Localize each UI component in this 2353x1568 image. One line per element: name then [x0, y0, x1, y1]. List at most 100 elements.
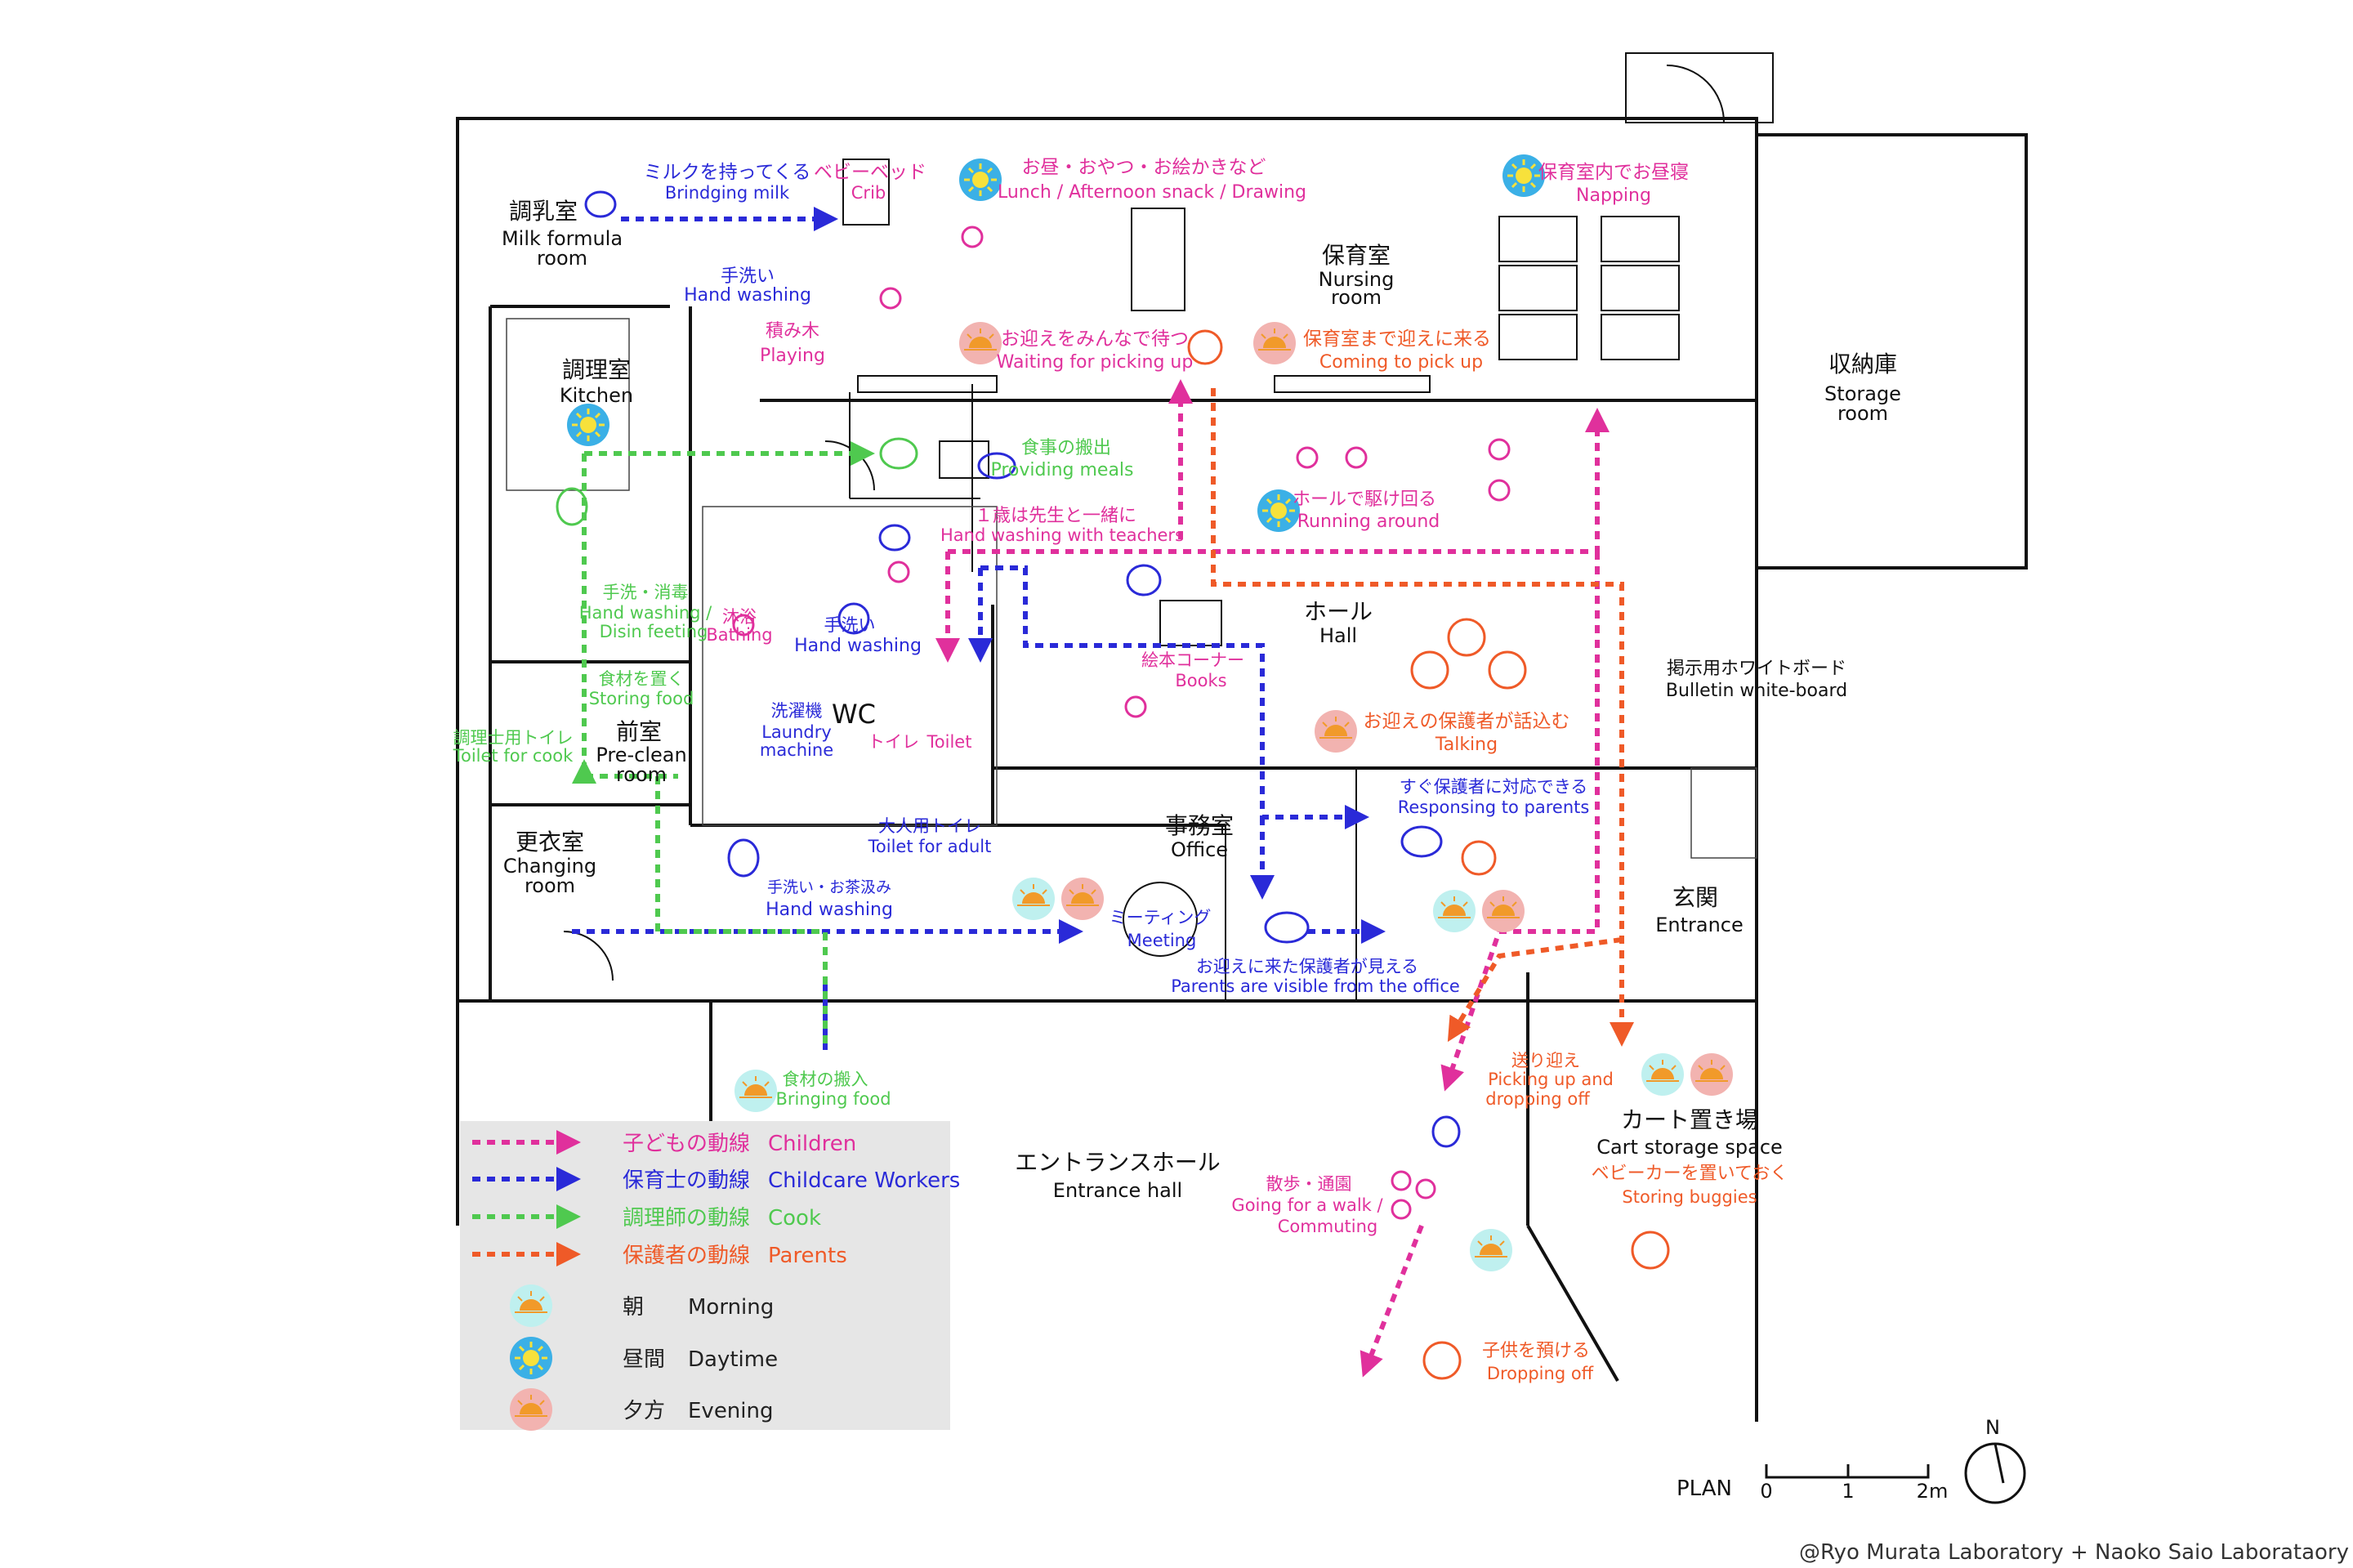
label-responding-jp: すぐ保護者に対応できる [1400, 777, 1588, 797]
storage-room-outline [1755, 133, 2028, 570]
label-meals-jp: 食事の搬出 [1021, 438, 1111, 458]
label-crib-jp: ベビーベッド [814, 162, 926, 183]
meeting-table [1123, 882, 1198, 957]
credit-text: @Ryo Murata Laboratory + Naoko Saio Labo… [1799, 1540, 2349, 1565]
room-nursing-en2: room [1331, 286, 1382, 309]
bulletin-label-jp: 掲示用ホワイトボード [1667, 659, 1846, 679]
parent-figure [1187, 329, 1670, 1380]
label-dropping-jp: 子供を預ける [1482, 1341, 1590, 1361]
scale-tick-0: 0 [1760, 1480, 1772, 1503]
legend-children-en: Children [768, 1132, 856, 1156]
cook-flow [655, 776, 828, 1046]
label-pickdrop-en2: dropping off [1485, 1089, 1590, 1109]
legend-evening-jp: 夕方 [623, 1399, 665, 1423]
children-flow [1440, 552, 1600, 1092]
plan-label: PLAN [1677, 1476, 1732, 1501]
daytime-icon [958, 157, 1003, 203]
label-teachers-en: Hand washing with teachers [940, 525, 1184, 545]
room-entrance-hall-en: Entrance hall [1053, 1179, 1182, 1202]
label-walk-en1: Going for a walk / [1231, 1195, 1383, 1215]
label-nap-jp: 保育室内でお昼寝 [1538, 162, 1689, 183]
legend-daytime-en: Daytime [688, 1347, 778, 1372]
label-tea-en: Hand washing [766, 900, 893, 920]
label-dropping-en: Dropping off [1487, 1364, 1594, 1383]
label-responding-en: Responsing to parents [1398, 797, 1590, 817]
legend-cook-en: Cook [768, 1206, 821, 1231]
north-label: N [1985, 1416, 2000, 1439]
child-figure [732, 226, 1511, 1220]
label-milk-jp: ミルクを持ってくる [644, 162, 811, 183]
room-kitchen-en: Kitchen [560, 384, 633, 407]
room-entrance-jp: 玄関 [1672, 884, 1718, 911]
label-handwash2-en: Hand washing [794, 636, 922, 656]
room-nursing-jp: 保育室 [1322, 242, 1391, 269]
label-bringing-jp: 食材の搬入 [783, 1070, 868, 1089]
legend: 子どもの動線 Children 保育士の動線 Childcare Workers… [460, 1121, 960, 1432]
label-adulttoilet-jp: 大人用トイレ [878, 816, 981, 836]
bulletin-label-en: Bulletin white-board [1666, 681, 1847, 701]
label-coming-jp: 保育室まで迎えに来る [1303, 328, 1491, 350]
legend-morning-en: Morning [688, 1295, 774, 1320]
evening-icon [1690, 1052, 1734, 1097]
scale-bar: PLAN 0 1 2m N [1677, 1416, 2026, 1504]
label-running-jp: ホールで駆け回る [1293, 489, 1436, 510]
room-preclean-en2: room [616, 763, 667, 786]
room-milk-jp: 調乳室 [509, 198, 578, 225]
label-teachers-jp: １歳は先生と一緒に [975, 506, 1136, 526]
label-laundry-en2: machine [760, 740, 833, 760]
label-visible-en: Parents are visible from the office [1171, 976, 1460, 996]
parents-flow [1211, 388, 1634, 1047]
nap-beds [1498, 216, 1680, 360]
legend-cook-jp: 調理師の動線 [623, 1206, 750, 1231]
people-marks [556, 190, 1670, 1380]
legend-morning-jp: 朝 [623, 1295, 644, 1320]
label-toilet-en: Toilet [926, 732, 972, 752]
furniture [842, 159, 1680, 957]
label-running-en: Running around [1297, 511, 1440, 532]
label-cooktoilet-jp: 調理士用トイレ [453, 728, 574, 748]
legend-parents-en: Parents [768, 1244, 847, 1268]
flow-lines [572, 207, 1634, 1378]
legend-daytime-icon [508, 1335, 554, 1381]
label-walk-en2: Commuting [1278, 1217, 1377, 1236]
room-storage-jp: 収納庫 [1828, 351, 1897, 377]
label-bringing-en: Bringing food [775, 1089, 891, 1109]
label-waiting-en: Waiting for picking up [997, 352, 1194, 373]
room-office-en: Office [1171, 838, 1228, 861]
label-talking-en: Talking [1435, 735, 1498, 755]
room-milk-en2: room [537, 247, 587, 270]
morning-icon [734, 1069, 778, 1113]
label-meeting-jp: ミーティング [1110, 908, 1212, 927]
label-meeting-en: Meeting [1127, 931, 1197, 950]
scale-tick-2: 2m [1917, 1480, 1949, 1503]
label-storing-jp: 食材を置く [599, 669, 685, 689]
legend-daytime-jp: 昼間 [623, 1347, 665, 1372]
room-changing-en: Changing [503, 855, 596, 878]
room-storage-en: Storage [1824, 382, 1901, 405]
label-coming-en: Coming to pick up [1319, 352, 1483, 373]
label-disin-jp: 手洗・消毒 [603, 583, 689, 602]
room-storage-en2: room [1837, 402, 1888, 425]
walls [456, 52, 2028, 1422]
legend-evening-en: Evening [688, 1399, 774, 1423]
legend-workers-jp: 保育士の動線 [623, 1168, 750, 1193]
legend-evening-icon [509, 1387, 553, 1432]
children-flow [1360, 1224, 1424, 1378]
label-disin-en1: Hand washing / [579, 603, 712, 623]
label-blocks-jp: 積み木 [766, 321, 819, 342]
room-wc: WC [832, 699, 876, 730]
room-hall-jp: ホール [1304, 598, 1373, 625]
label-books-en: Books [1175, 671, 1226, 690]
room-entrance-en: Entrance [1655, 914, 1744, 936]
label-meals-en: Providing meals [990, 460, 1133, 480]
label-bath-jp: 沐浴 [722, 607, 757, 627]
morning-icon [1469, 1228, 1513, 1272]
legend-morning-icon [509, 1284, 553, 1328]
workers-flow [980, 565, 1369, 829]
label-toilet-jp: トイレ [868, 732, 919, 752]
label-milk-en: Brindging milk [665, 183, 790, 203]
room-changing-jp: 更衣室 [516, 829, 584, 855]
label-cooktoilet-en: Toilet for cook [453, 746, 574, 766]
label-talking-jp: お迎えの保護者が話込む [1364, 711, 1570, 732]
